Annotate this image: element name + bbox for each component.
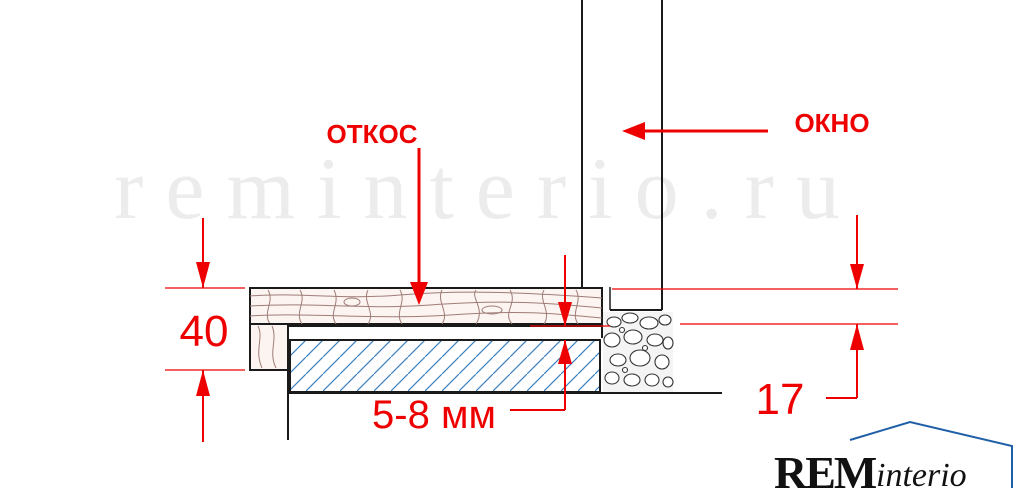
- reminterio-logo: REM interio: [774, 420, 1013, 498]
- dimension-40-label: 40: [180, 307, 229, 356]
- dimension-17-label: 17: [756, 375, 805, 424]
- otkos-arrow: [410, 148, 428, 305]
- wooden-slope-board: [249, 287, 603, 395]
- foam-insulation: [603, 312, 674, 392]
- hatched-plaster: [289, 339, 601, 393]
- window-frame: [581, 0, 663, 311]
- otkos-label: ОТКОС: [327, 119, 418, 149]
- logo-interio-text: interio: [876, 457, 967, 494]
- logo-roof-icon: [849, 420, 1013, 488]
- okno-label: ОКНО: [794, 108, 869, 138]
- dimension-40: [165, 218, 245, 442]
- slope-panel: [287, 325, 603, 338]
- dimension-17: [612, 215, 898, 399]
- okno-arrow: [622, 122, 768, 140]
- gap-label: 5-8 мм: [372, 393, 496, 437]
- watermark: reminterio.ru: [114, 141, 862, 238]
- gap-dimension: [510, 255, 610, 411]
- logo-rem-text: REM: [774, 447, 877, 498]
